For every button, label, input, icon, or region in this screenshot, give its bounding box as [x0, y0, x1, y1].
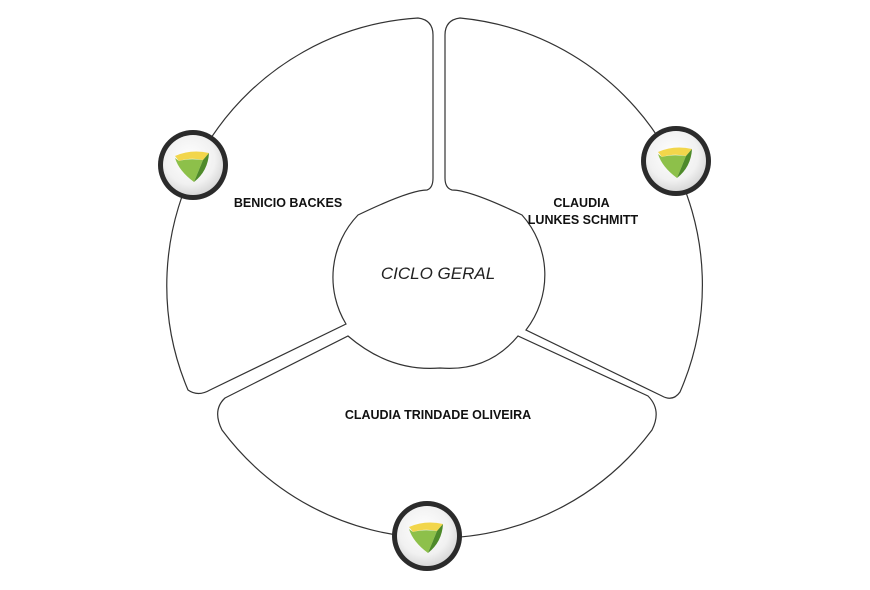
segment-top-left — [166, 17, 434, 395]
segment-bottom — [217, 335, 657, 539]
segment-label-claudia-lunkes-schmitt: CLAUDIA LUNKES SCHMITT — [528, 196, 639, 227]
segment-label-line: CLAUDIA TRINDADE OLIVEIRA — [345, 408, 531, 422]
segment-label-line: LUNKES SCHMITT — [528, 213, 639, 227]
segment-label-benicio-backes: BENICIO BACKES — [234, 196, 342, 210]
badge-benicio-backes — [158, 130, 228, 200]
segment-label-line: CLAUDIA — [553, 196, 609, 210]
center-label: CICLO GERAL — [381, 264, 495, 283]
segment-top-right — [444, 17, 703, 399]
badge-claudia-lunkes-schmitt — [641, 126, 711, 196]
segment-label-line: BENICIO BACKES — [234, 196, 342, 210]
center-node: CICLO GERAL — [381, 264, 495, 283]
badge-claudia-trindade-oliveira — [392, 501, 462, 571]
segment-label-claudia-trindade-oliveira: CLAUDIA TRINDADE OLIVEIRA — [345, 408, 531, 422]
